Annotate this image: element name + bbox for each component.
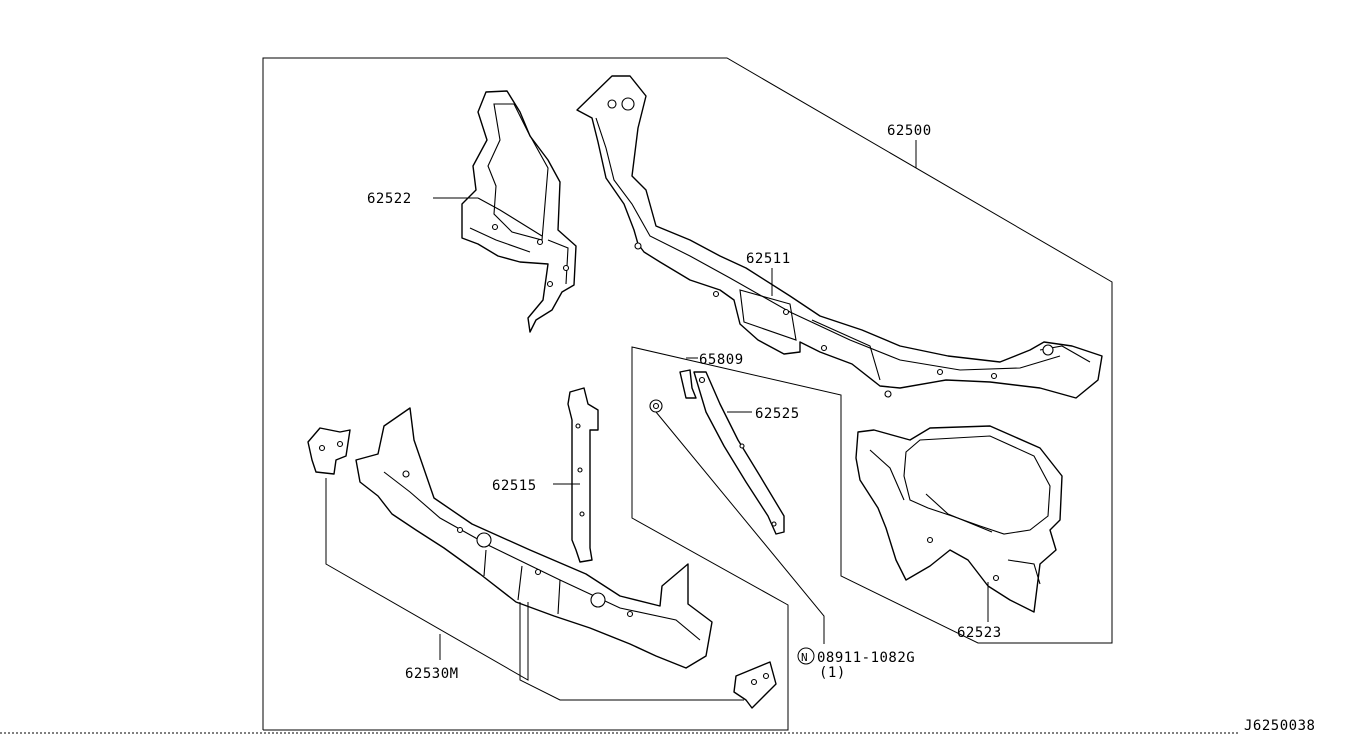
side-member-left[interactable] [461, 90, 577, 333]
diagram-id: J6250038 [1244, 718, 1315, 734]
label-62530m: 62530M [405, 666, 459, 682]
assembly-frame [262, 57, 1113, 731]
label-bolt-part: 08911-1082G [817, 650, 915, 666]
lower-bracket-right[interactable] [733, 661, 777, 709]
lower-support[interactable] [355, 407, 713, 669]
leader-bolt [655, 411, 825, 644]
side-member-right[interactable] [855, 425, 1063, 613]
label-62525: 62525 [755, 406, 800, 422]
bolt-symbol: N [801, 651, 808, 664]
lower-bracket-left[interactable] [307, 427, 351, 475]
label-62515: 62515 [492, 478, 537, 494]
label-62500: 62500 [887, 123, 932, 139]
stay-right[interactable] [693, 371, 785, 535]
label-62522: 62522 [367, 191, 412, 207]
bracket-65809[interactable] [679, 369, 697, 399]
upper-support[interactable] [576, 75, 1103, 399]
center-stay[interactable] [567, 387, 599, 563]
label-62511: 62511 [746, 251, 791, 267]
label-bolt-qty: (1) [819, 665, 846, 681]
leader-62530m-right [519, 602, 744, 701]
bolt-symbol-circle [797, 647, 815, 665]
label-62523: 62523 [957, 625, 1002, 641]
bolt[interactable] [649, 399, 663, 413]
leader-62530m-left [325, 478, 529, 681]
label-65809: 65809 [699, 352, 744, 368]
